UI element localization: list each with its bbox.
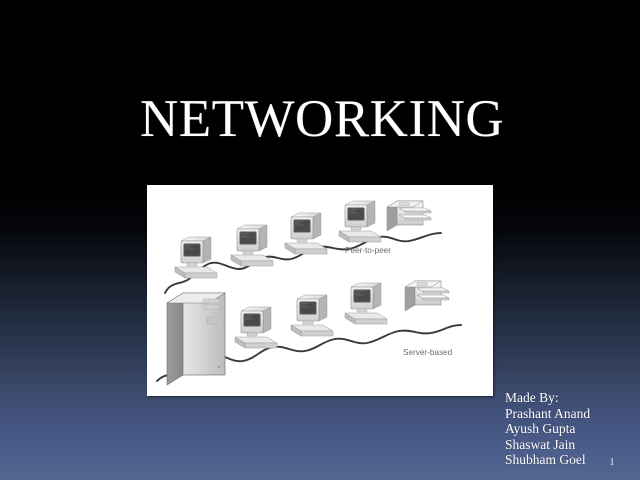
slide-page-number: 1 bbox=[609, 456, 615, 468]
server-based-label: Server-based bbox=[403, 348, 453, 357]
server-printer bbox=[404, 280, 450, 312]
page-title: NETWORKING bbox=[140, 90, 505, 148]
peer-computer-2 bbox=[230, 224, 274, 267]
server-computer-3 bbox=[344, 282, 388, 325]
server-computer-1 bbox=[234, 306, 278, 349]
credits-name-2: Ayush Gupta bbox=[505, 421, 576, 437]
peer-computer-3 bbox=[284, 212, 328, 255]
peer-computer-4 bbox=[338, 200, 382, 243]
peer-computer-1 bbox=[174, 236, 218, 279]
server-tower bbox=[165, 292, 227, 386]
credits-name-4: Shubham Goel bbox=[505, 452, 586, 468]
credits-name-3: Shaswat Jain bbox=[505, 436, 576, 452]
network-diagram-image: Peer-to-peer bbox=[147, 185, 493, 396]
credits-heading: Made By: bbox=[505, 390, 559, 405]
credits-name-1: Prashant Anand bbox=[505, 405, 591, 421]
credits-block: Made By: Prashant Anand Ayush Gupta Shas… bbox=[505, 390, 590, 468]
peer-to-peer-label: Peer-to-peer bbox=[345, 246, 391, 255]
server-computer-2 bbox=[290, 294, 334, 337]
peer-printer bbox=[386, 200, 432, 232]
network-diagram-svg: Peer-to-peer bbox=[156, 200, 462, 386]
